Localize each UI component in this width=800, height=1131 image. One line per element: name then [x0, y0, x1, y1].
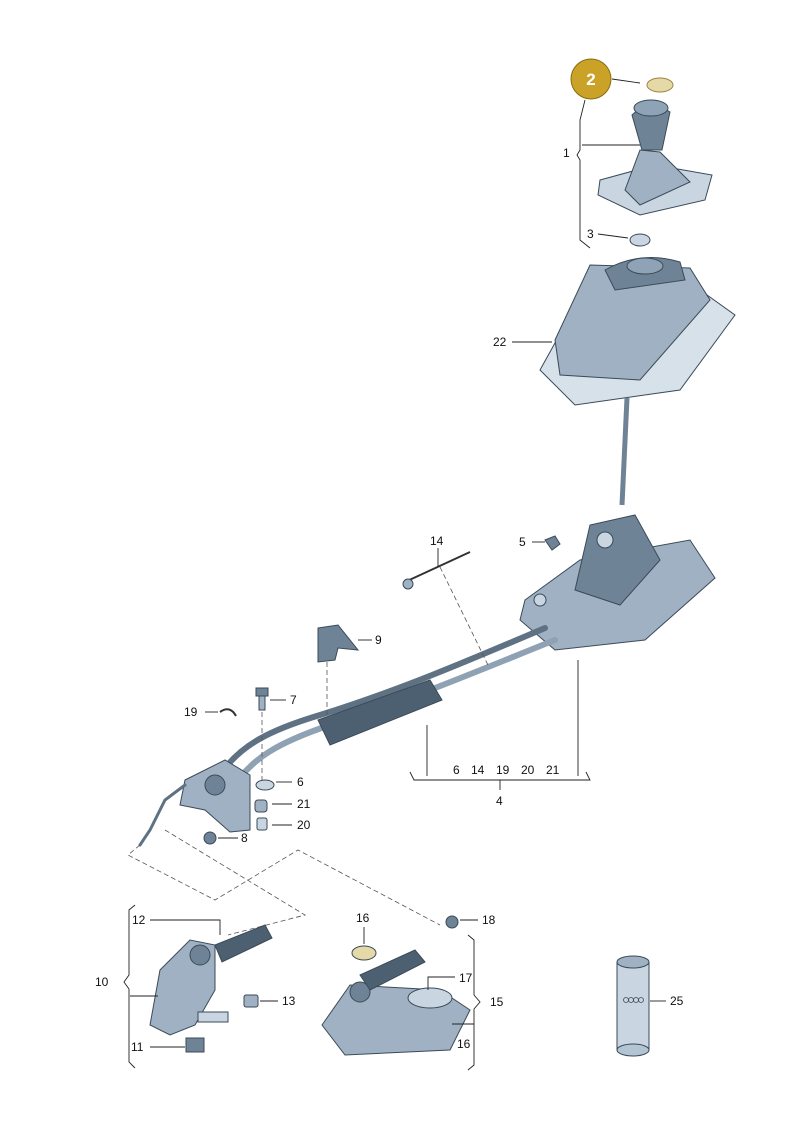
label-14: 14: [430, 534, 444, 548]
label-16b: 16: [457, 1037, 471, 1051]
leader-3: [597, 233, 629, 239]
label-1: 1: [563, 146, 570, 160]
label-3: 3: [587, 227, 594, 241]
label-12: 12: [132, 913, 146, 927]
part-21-bushing: [254, 799, 268, 813]
leader-17: [427, 976, 455, 990]
highlight-badge-label: 2: [586, 70, 595, 89]
label-5: 5: [519, 535, 526, 549]
bracket-4: [409, 771, 591, 781]
dash-link-b: [164, 829, 307, 936]
label-17: 17: [459, 971, 473, 985]
part-5-nut: [544, 535, 561, 551]
part-15-lever-housing: [321, 949, 471, 1056]
label-18: 18: [482, 913, 496, 927]
label-10: 10: [95, 975, 109, 989]
shift-rod: [619, 397, 630, 506]
group4-item-4: 21: [546, 763, 560, 777]
part-1-gear-knob: [597, 99, 713, 216]
part-3-ring: [629, 233, 651, 247]
dash-14: [439, 566, 489, 666]
label-6: 6: [297, 775, 304, 789]
bracket-15: [467, 934, 481, 1071]
part-10-selector-lever: [149, 924, 273, 1036]
part-22-shift-housing: [539, 257, 736, 406]
label-20: 20: [297, 818, 311, 832]
group4-item-1: 14: [471, 763, 485, 777]
highlight-badge-2[interactable]: 2: [570, 58, 612, 100]
part-11-clip: [185, 1037, 205, 1053]
label-25: 25: [670, 994, 684, 1008]
part-8-nut: [203, 831, 217, 845]
leader-12: [150, 919, 221, 935]
part-14-cable-tie: [404, 551, 471, 583]
bracket-1: [576, 99, 591, 249]
leader-2: [611, 78, 641, 84]
part-2-emblem: [646, 77, 674, 93]
group4-item-3: 20: [521, 763, 535, 777]
label-21: 21: [297, 797, 311, 811]
label-19: 19: [184, 705, 198, 719]
part-7-bolt: [255, 687, 269, 711]
part-4-lever-assembly: [519, 514, 716, 651]
label-16a: 16: [356, 911, 370, 925]
cable-tie-head: [402, 578, 414, 590]
part-18-nut: [445, 915, 459, 929]
cable-sleeve: [317, 679, 443, 746]
lever-bracket: [179, 759, 275, 833]
part-13-stud: [243, 994, 259, 1008]
group4-item-2: 19: [496, 763, 510, 777]
end-cable: [138, 783, 187, 847]
part-16-bushing: [351, 945, 377, 961]
label-9: 9: [375, 633, 382, 647]
label-8: 8: [241, 831, 248, 845]
label-4: 4: [496, 794, 503, 808]
label-22: 22: [493, 335, 507, 349]
label-13: 13: [282, 994, 296, 1008]
label-7: 7: [290, 693, 297, 707]
bracket-10: [123, 904, 136, 1069]
part-20-sleeve: [256, 817, 268, 831]
label-11: 11: [131, 1040, 144, 1054]
part-25-grease-tube: [616, 955, 650, 1057]
part-9-clip: [317, 624, 360, 663]
label-15: 15: [490, 995, 504, 1009]
dash-link-a: [127, 844, 441, 926]
group4-item-0: 6: [453, 763, 460, 777]
part-19-circlip: [219, 708, 237, 717]
shift-cable-a: [217, 625, 548, 778]
